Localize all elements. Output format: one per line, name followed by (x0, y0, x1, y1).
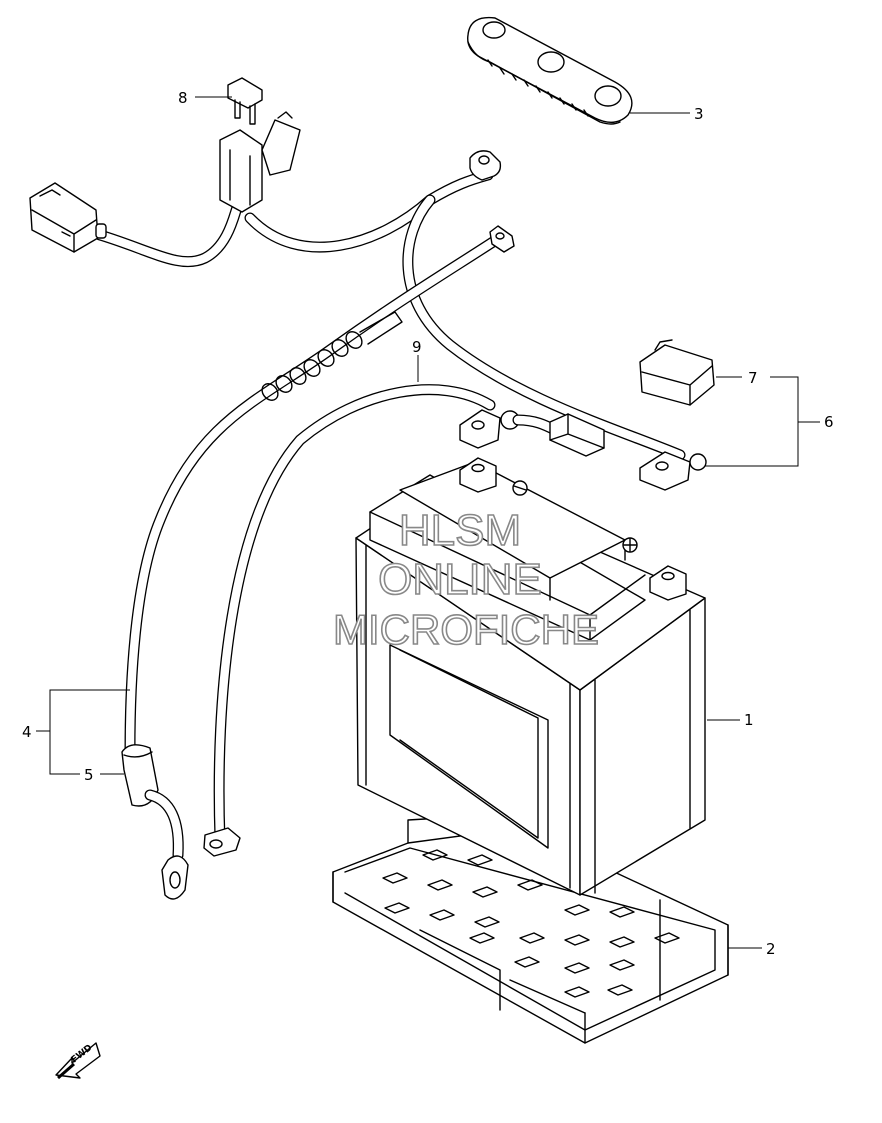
callout-2: 2 (766, 940, 776, 958)
terminal-cap (639, 339, 715, 406)
rubber-cushion (467, 16, 633, 125)
main-harness (29, 77, 686, 461)
callout-5: 5 (84, 766, 94, 784)
callout-1: 1 (744, 711, 754, 729)
watermark-line-3: MICROFICHE (333, 606, 599, 653)
callout-6: 6 (824, 413, 834, 431)
leader-lines (36, 96, 820, 949)
fwd-arrow-icon: FWD (55, 1042, 101, 1080)
negative-lead (121, 225, 515, 900)
callout-4: 4 (22, 723, 32, 741)
battery-tray (332, 817, 729, 1044)
callout-9: 9 (412, 338, 422, 356)
relay-lead (203, 384, 707, 857)
callout-3: 3 (694, 105, 704, 123)
watermark-line-2: ONLINE (378, 555, 542, 604)
watermark-line-1: HLSM (399, 506, 521, 555)
callout-7: 7 (748, 369, 758, 387)
battery (355, 457, 706, 896)
watermark: HLSM ONLINE MICROFICHE (332, 505, 600, 654)
callout-labels: 1 2 3 4 5 6 7 8 9 (22, 89, 834, 958)
callout-8: 8 (178, 89, 188, 107)
